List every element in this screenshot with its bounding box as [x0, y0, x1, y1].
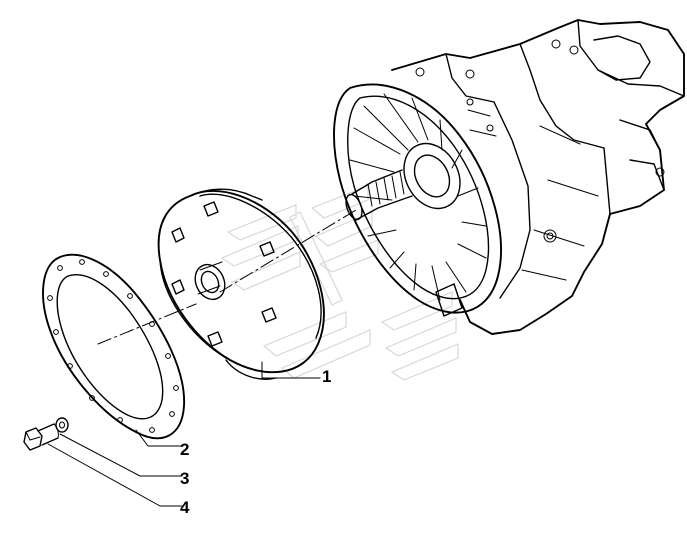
gasket-plate [42, 253, 185, 440]
transmission-assembly [333, 19, 685, 335]
callout-2: 2 [180, 440, 189, 459]
callout-3: 3 [180, 469, 189, 488]
gasket-bolt-holes [47, 259, 179, 433]
callout-4: 4 [180, 498, 190, 517]
bolt [23, 423, 59, 451]
center-axis-line [97, 209, 357, 345]
lock-washer [55, 417, 69, 433]
torque-converter [157, 188, 325, 380]
callout-1: 1 [322, 367, 331, 386]
watermark-logo [220, 185, 459, 381]
leader-lines [47, 361, 321, 507]
